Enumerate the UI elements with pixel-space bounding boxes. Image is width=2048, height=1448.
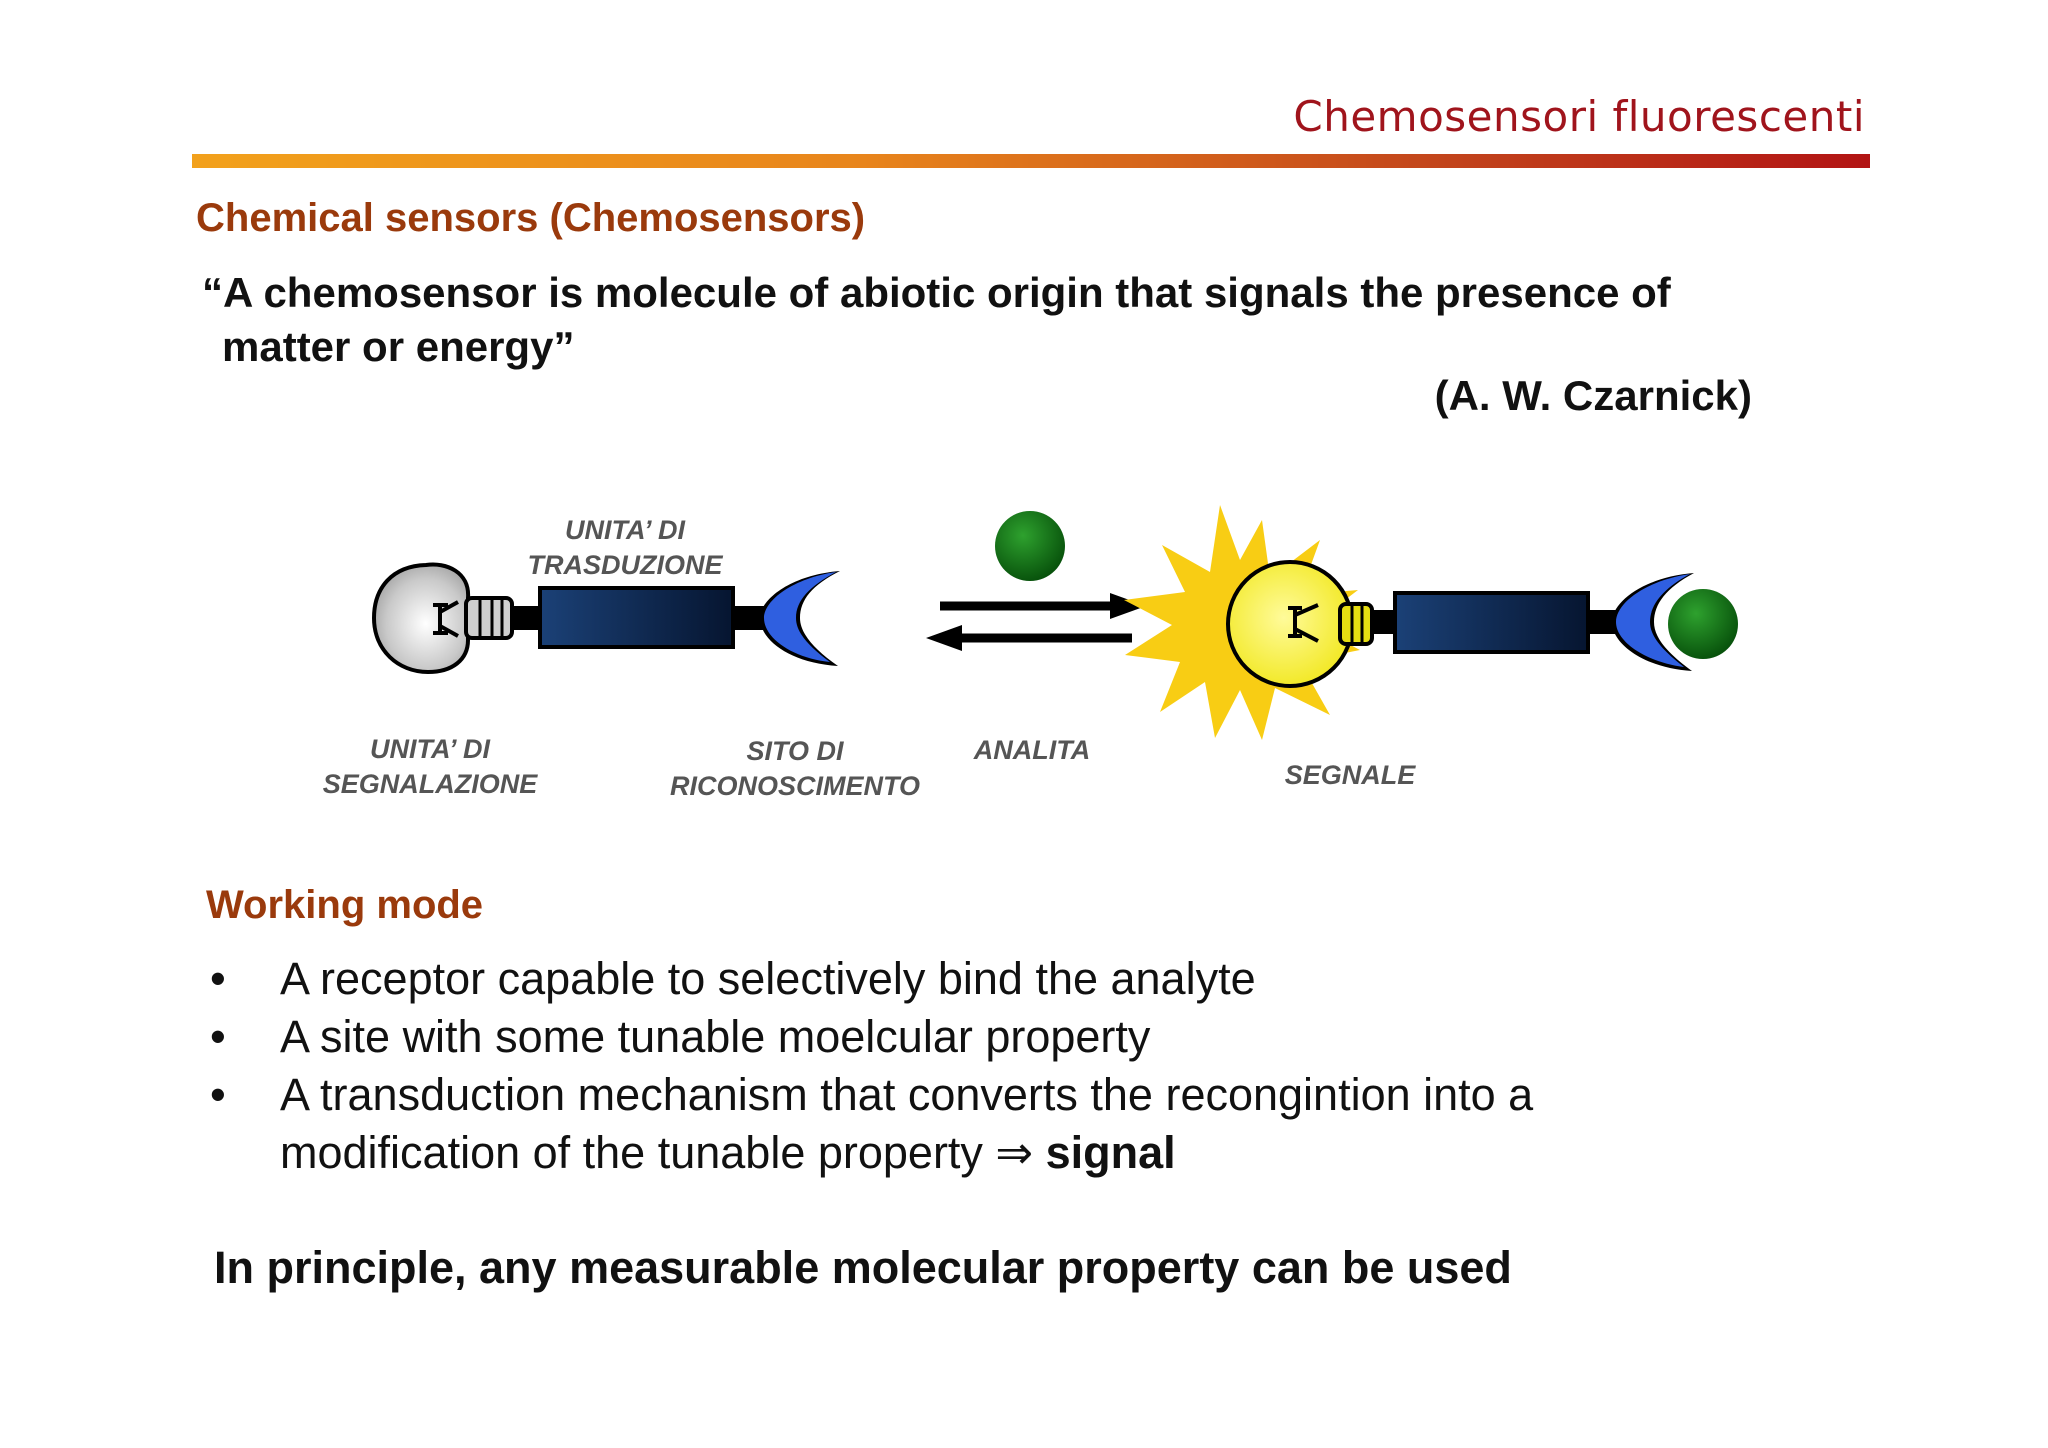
label-recognition-site: SITO DI RICONOSCIMENTO — [650, 734, 940, 804]
conclusion-statement: In principle, any measurable molecular p… — [214, 1242, 1512, 1293]
bulb-on-icon — [1226, 560, 1374, 688]
bullet-text-3-line-2: modification of the tunable property ⇒ s… — [280, 1124, 1533, 1182]
header-divider — [192, 154, 1870, 168]
label-signaling-line-1: UNITA’ DI — [370, 734, 490, 764]
equilibrium-arrows-icon — [926, 593, 1146, 651]
label-signaling-unit: UNITA’ DI SEGNALAZIONE — [300, 732, 560, 802]
bullet-dot: • — [210, 1011, 226, 1062]
connector-left-1 — [512, 606, 542, 630]
bullet-text-3-signal: signal — [1045, 1127, 1176, 1178]
analyte-ball — [995, 511, 1065, 581]
bullet-dot: • — [210, 1069, 226, 1120]
section-title-chemosensors: Chemical sensors (Chemosensors) — [196, 196, 866, 240]
definition-quote: “A chemosensor is molecule of abiotic or… — [202, 266, 1782, 374]
bullet-text-3-continuation: modification of the tunable property ⇒ — [280, 1127, 1046, 1178]
connector-left-2 — [733, 606, 765, 630]
analyte-bound-ball — [1668, 589, 1738, 659]
quote-author: (A. W. Czarnick) — [1434, 372, 1752, 419]
label-recognition-line-1: SITO DI — [746, 736, 844, 766]
bullet-text-3-line-1: A transduction mechanism that converts t… — [280, 1069, 1534, 1120]
working-mode-list: • A receptor capable to selectively bind … — [210, 950, 1533, 1182]
label-signaling-line-2: SEGNALAZIONE — [322, 769, 538, 799]
receptor-icon — [760, 571, 840, 666]
section-title-working-mode: Working mode — [206, 883, 484, 927]
label-analyte: ANALITA — [973, 735, 1091, 765]
list-item: • A site with some tunable moelcular prop… — [210, 1008, 1533, 1066]
label-transduction-line-1: UNITA’ DI — [565, 515, 685, 545]
quote-line-2: matter or energy” — [222, 323, 575, 370]
bulb-off-icon — [371, 562, 514, 675]
connector-right-1 — [1370, 610, 1396, 634]
label-transduction-unit: UNITA’ DI TRASDUZIONE — [505, 513, 745, 583]
bullet-dot: • — [210, 953, 226, 1004]
bullet-text-1: A receptor capable to selectively bind t… — [280, 953, 1256, 1004]
label-recognition-line-2: RICONOSCIMENTO — [669, 771, 920, 801]
label-signal: SEGNALE — [1284, 760, 1416, 790]
label-transduction-line-2: TRASDUZIONE — [527, 550, 723, 580]
list-item: • A transduction mechanism that converts … — [210, 1066, 1533, 1182]
bullet-text-2: A site with some tunable moelcular prope… — [280, 1011, 1151, 1062]
transduction-unit — [538, 586, 735, 649]
header-title: Chemosensori fluorescenti — [1293, 92, 1865, 141]
quote-line-1: “A chemosensor is molecule of abiotic or… — [202, 269, 1671, 316]
receptor-bound-icon — [1612, 573, 1694, 671]
list-item: • A receptor capable to selectively bind … — [210, 950, 1533, 1008]
transduction-unit-bound — [1393, 591, 1590, 654]
